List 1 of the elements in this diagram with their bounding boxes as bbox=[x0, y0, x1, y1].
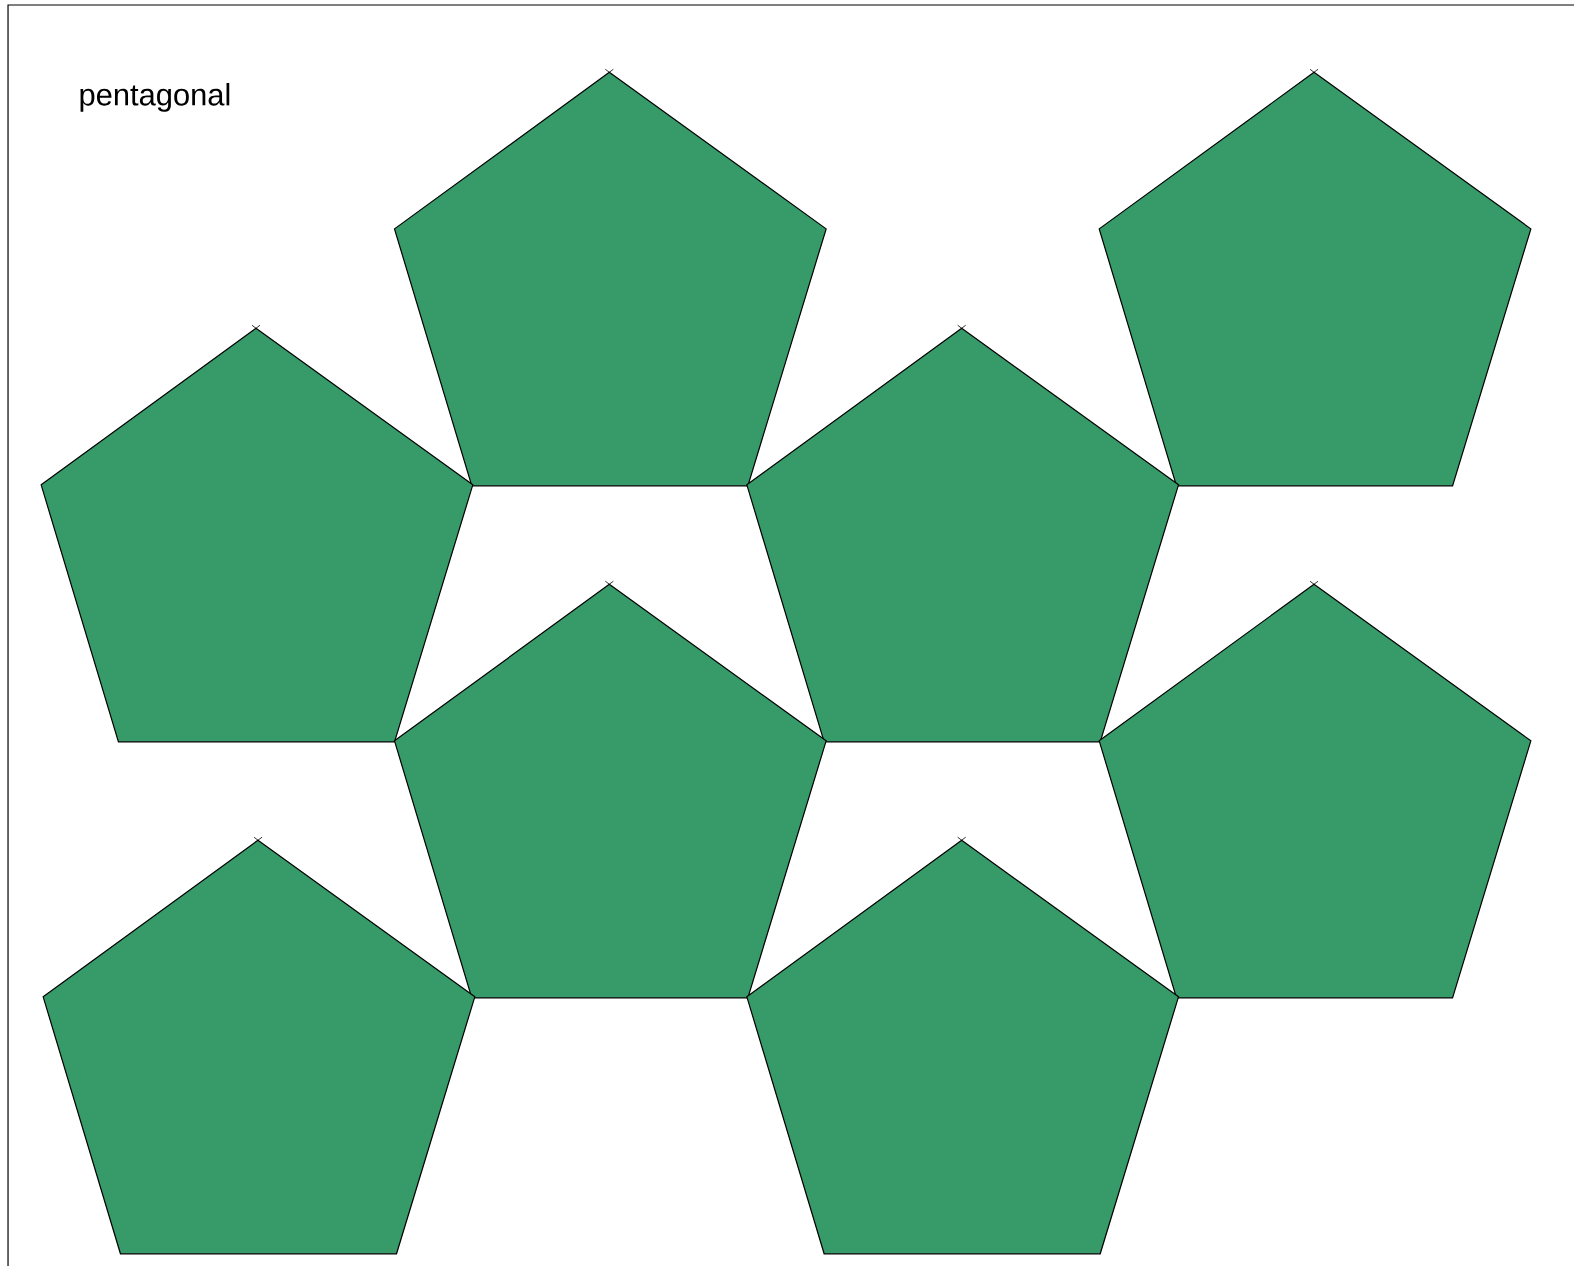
title: pentagonal bbox=[80, 82, 230, 112]
